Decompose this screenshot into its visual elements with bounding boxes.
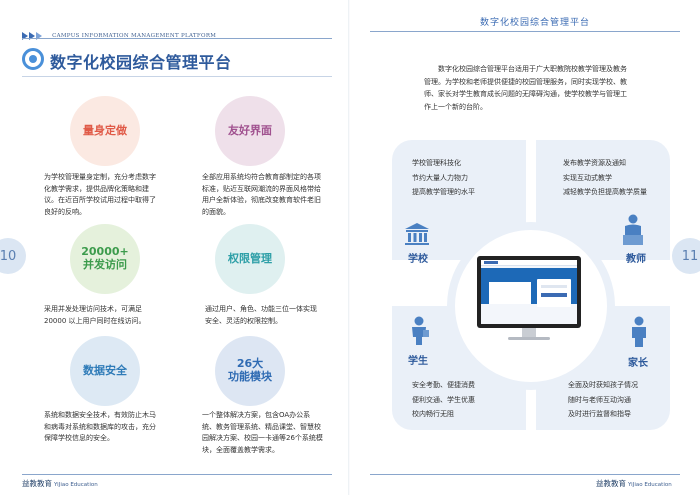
- page-title: 数字化校园综合管理平台: [50, 53, 232, 72]
- student-label: 学生: [408, 356, 428, 367]
- feature-circle-ui: 友好界面: [215, 96, 285, 166]
- footer-brand-cn: 益教教育: [596, 479, 626, 488]
- benefit-line: 提高教学管理的水平: [412, 188, 475, 196]
- feature-title: 友好界面: [228, 123, 272, 137]
- benefit-line: 随时与老师互动沟通: [568, 395, 631, 404]
- footer-brand-en: YiJiao Education: [54, 482, 98, 488]
- benefit-line: 实现互动式教学: [563, 173, 612, 182]
- feature-description: 系统和数据安全技术，有效防止木马和病毒对系统和数据库的攻击，充分保障学校信息的安…: [44, 411, 156, 442]
- feature-title: 权限管理: [228, 251, 272, 265]
- feature-description: 为学校管理量身定制，充分考虑数字化教学需求，提供品牌化策略和建议。在近百所学校试…: [44, 173, 156, 216]
- platform-english-title: CAMPUS INFORMATION MANAGEMENT PLATFORM: [52, 32, 217, 39]
- parent-label: 家长: [628, 358, 648, 369]
- intro-paragraph: 数字化校园综合管理平台适用于广大职教院校教学管理及教务管理。为学校和老师提供便捷…: [424, 65, 627, 111]
- benefit-line: 学校管理科技化: [412, 159, 461, 167]
- chevron-icon: [29, 31, 35, 40]
- monitor-base: [508, 337, 550, 340]
- screen-banner-text: [489, 282, 531, 304]
- platform-screenshot: [481, 260, 577, 324]
- target-icon: [22, 48, 44, 70]
- feature-circle-modules: 26大 功能模块: [215, 336, 285, 406]
- feature-title: 量身定做: [83, 123, 127, 137]
- feature-title-line1: 26大: [236, 357, 264, 371]
- feature-circle-concurrency: 20000+ 并发访问: [70, 224, 140, 294]
- benefit-line: 及时进行监督和指导: [568, 410, 631, 418]
- title-divider: [22, 76, 332, 77]
- feature-title-line1: 20000+: [81, 245, 129, 259]
- feature-circle-security: 数据安全: [70, 336, 140, 406]
- school-benefits: 学校管理科技化 节约大量人力物力 提高教学管理的水平: [412, 156, 475, 200]
- feature-description: 一个整体解决方案，包含OA办公系统、教务管理系统、精品课堂、智慧校园解决方案、校…: [202, 411, 323, 454]
- benefit-line: 便利交通、学生优惠: [412, 395, 475, 404]
- screen-banner: [481, 268, 577, 307]
- footer-brand-cn: 益教教育: [22, 479, 52, 488]
- parent-benefits: 全面及时获知孩子情况 随时与老师互动沟通 及时进行监督和指导: [568, 378, 638, 422]
- benefit-line: 安全考勤、便捷消费: [412, 381, 475, 389]
- feature-title-line2: 功能模块: [228, 370, 272, 383]
- teacher-icon: [623, 214, 643, 245]
- screen-navbar: [481, 260, 577, 266]
- page-number-left: 10: [0, 238, 26, 274]
- feature-title: 数据安全: [83, 363, 127, 377]
- benefit-line: 校内畅行无阻: [412, 410, 454, 418]
- benefit-line: 节约大量人力物力: [412, 173, 468, 182]
- parent-icon: [632, 316, 646, 347]
- header-divider: [22, 38, 332, 39]
- footer-divider: [22, 474, 332, 475]
- chevron-icon: [22, 31, 28, 40]
- right-header-divider: [370, 31, 680, 32]
- footer-divider: [370, 474, 680, 475]
- right-header-title: 数字化校园综合管理平台: [480, 18, 591, 28]
- platform-header: CAMPUS INFORMATION MANAGEMENT PLATFORM: [22, 25, 216, 44]
- feature-description: 全部应用系统均符合教育部制定的各项标准，贴近互联网潮流的界面风格带给用户全新体验…: [202, 173, 321, 216]
- feature-circle-tailored: 量身定做: [70, 96, 140, 166]
- student-icon: [412, 316, 429, 345]
- center-circle: [447, 222, 615, 390]
- school-label: 学校: [408, 254, 428, 265]
- feature-description: 采用并发处理访问技术，可满足20000 以上用户同时在线访问。: [44, 305, 146, 325]
- benefit-line: 发布教学资源及通知: [563, 159, 626, 167]
- monitor-stand: [522, 328, 536, 338]
- right-page: 数字化校园综合管理平台 数字化校园综合管理平台适用于广大职教院校教学管理及教务管…: [350, 0, 700, 495]
- footer-brand-en: YiJiao Education: [628, 482, 672, 488]
- chevron-icon: [36, 31, 42, 40]
- left-page: CAMPUS INFORMATION MANAGEMENT PLATFORM 数…: [0, 25, 332, 489]
- benefit-line: 减轻教学负担提高教学质量: [563, 188, 647, 196]
- monitor-illustration: [477, 256, 581, 328]
- student-benefits: 安全考勤、便捷消费 便利交通、学生优惠 校内畅行无阻: [412, 378, 475, 422]
- feature-description: 通过用户、角色、功能三位一体实现安全、灵活的权限控制。: [205, 305, 317, 325]
- feature-circle-permissions: 权限管理: [215, 224, 285, 294]
- feature-title-line2: 并发访问: [83, 258, 127, 271]
- page-number-right: 11: [672, 238, 700, 274]
- school-building-icon: [405, 223, 429, 245]
- teacher-label: 教师: [626, 254, 646, 265]
- teacher-benefits: 发布教学资源及通知 实现互动式教学 减轻教学负担提高教学质量: [563, 156, 647, 200]
- benefit-line: 全面及时获知孩子情况: [568, 381, 638, 389]
- screen-login-box: [537, 279, 571, 307]
